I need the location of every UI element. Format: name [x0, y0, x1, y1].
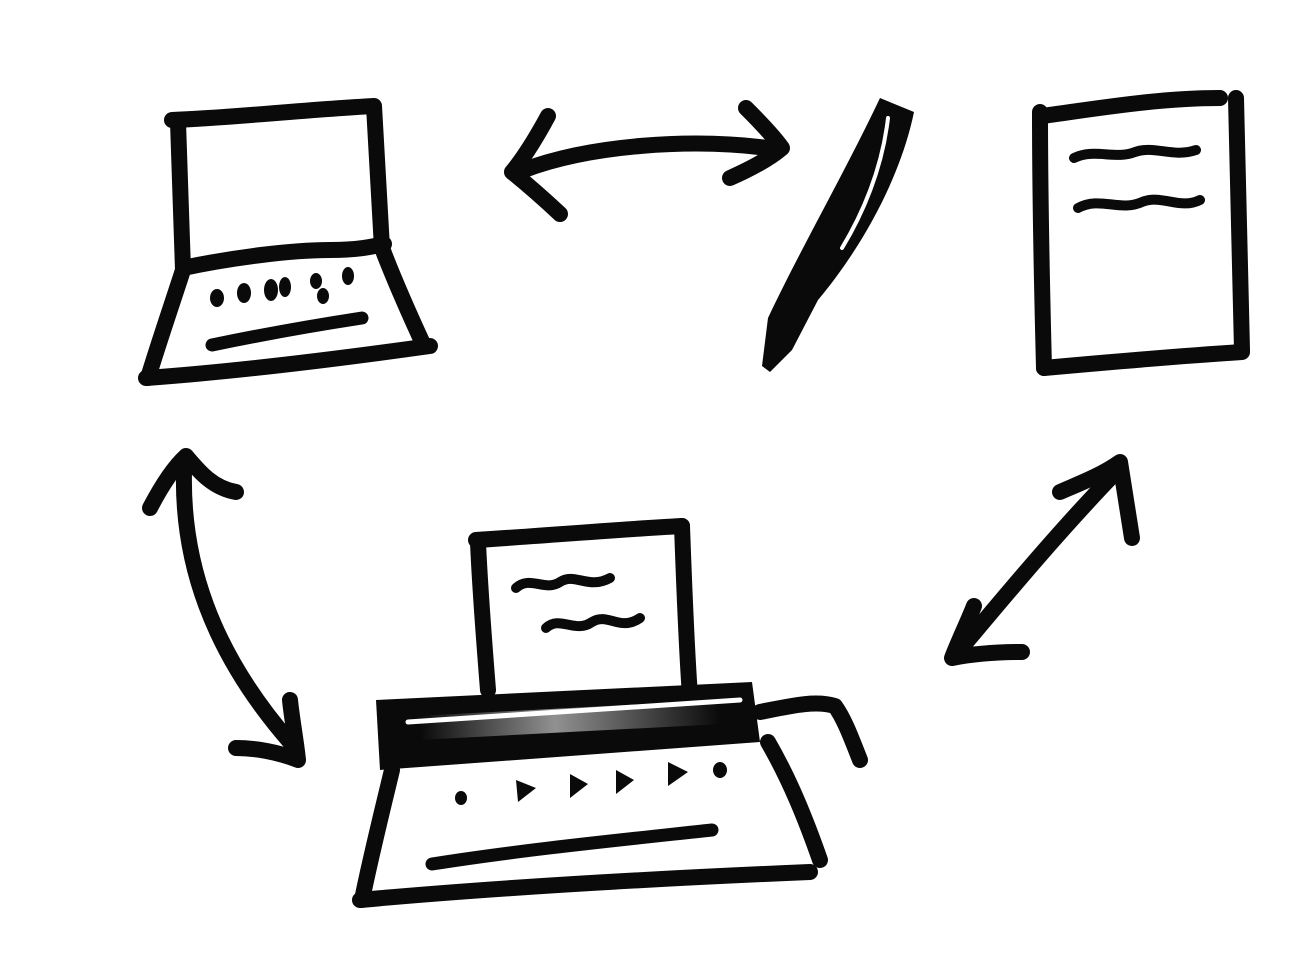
document-icon: [1032, 90, 1250, 376]
pen-icon: [762, 98, 914, 372]
double-arrow-icon: [944, 454, 1140, 666]
double-arrow-icon: [142, 448, 306, 768]
laptop-icon: [138, 98, 438, 386]
typewriter-icon: [352, 518, 868, 908]
double-arrow-icon: [504, 100, 790, 222]
